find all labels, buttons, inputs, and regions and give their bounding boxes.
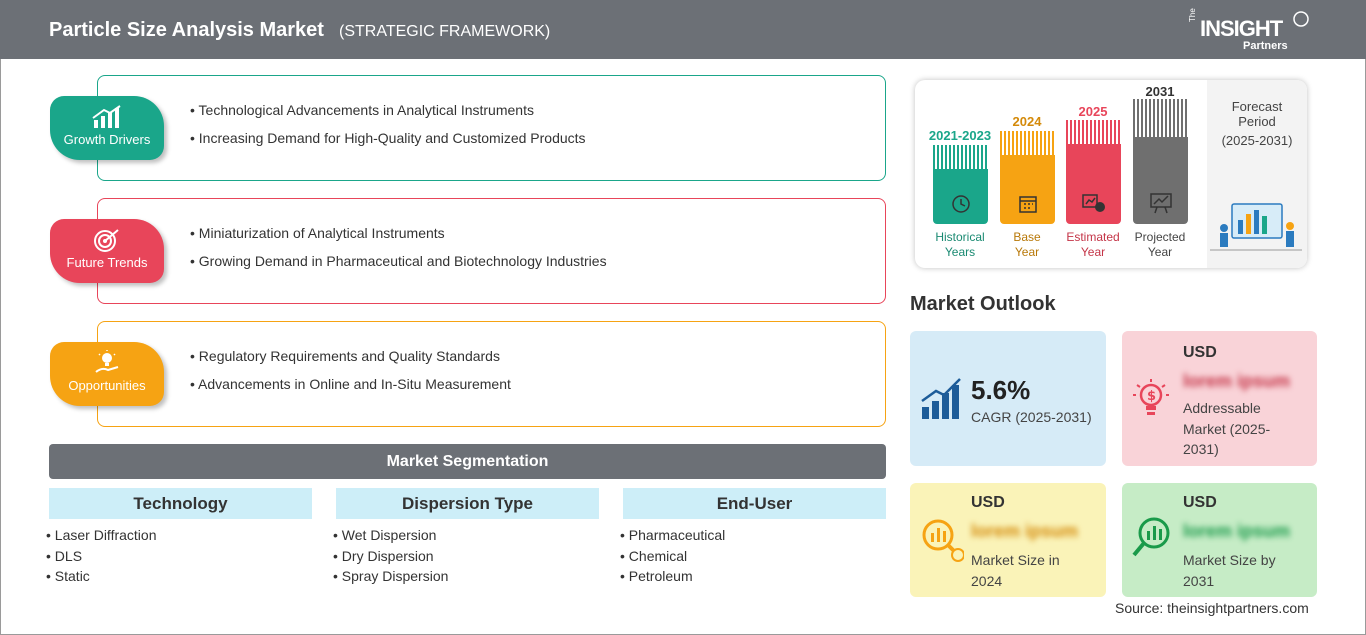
bar-stripes bbox=[1133, 99, 1188, 137]
growth-driver-item: Increasing Demand for High-Quality and C… bbox=[190, 124, 586, 152]
segment-list-end-user: Pharmaceutical Chemical Petroleum bbox=[620, 525, 726, 587]
money-lightbulb-icon: $ bbox=[1133, 379, 1169, 415]
page-subtitle: (STRATEGIC FRAMEWORK) bbox=[339, 23, 551, 40]
size-2031-currency: USD bbox=[1183, 494, 1217, 511]
header-bar: Particle Size Analysis Market (STRATEGIC… bbox=[0, 0, 1366, 59]
segment-heading-dispersion-type: Dispersion Type bbox=[336, 488, 599, 519]
future-trend-item: Growing Demand in Pharmaceutical and Bio… bbox=[190, 247, 607, 275]
segment-item: Dry Dispersion bbox=[333, 546, 448, 567]
page-title: Particle Size Analysis Market bbox=[49, 19, 324, 41]
source-link[interactable]: Source: theinsightpartners.com bbox=[1115, 600, 1309, 616]
segment-item: DLS bbox=[46, 546, 156, 567]
logo-partners-text: Partners bbox=[1243, 40, 1288, 52]
cagr-value: 5.6% bbox=[971, 375, 1031, 405]
market-segmentation-bar: Market Segmentation bbox=[49, 444, 886, 479]
segment-item: Petroleum bbox=[620, 566, 725, 587]
svg-text:$: $ bbox=[1147, 389, 1156, 404]
growth-driver-item: Technological Advancements in Analytical… bbox=[190, 96, 586, 124]
bar-stripes bbox=[1000, 131, 1055, 155]
logo-insight-text: INSIGHT bbox=[1200, 16, 1283, 41]
forecast-label: Forecast bbox=[1231, 99, 1283, 114]
growth-drivers-label: Growth Drivers bbox=[63, 132, 151, 147]
growth-drivers-card: Technological Advancements in Analytical… bbox=[97, 75, 886, 181]
segment-item: Static bbox=[46, 566, 156, 587]
year-estimated: 2025 bbox=[1078, 104, 1108, 119]
estimate-icon bbox=[1082, 194, 1105, 212]
lightbulb-hand-icon bbox=[95, 350, 119, 373]
cagr-label: CAGR (2025-2031) bbox=[971, 409, 1092, 425]
year-historical: 2021-2023 bbox=[928, 128, 992, 143]
segment-item: Laser Diffraction bbox=[46, 525, 157, 546]
segment-list-dispersion-type: Wet Dispersion Dry Dispersion Spray Disp… bbox=[333, 525, 449, 587]
history-icon bbox=[952, 195, 970, 213]
logo-swoosh-icon bbox=[1293, 11, 1309, 27]
analyst-dashboard-icon bbox=[1210, 203, 1302, 251]
size-2031-value-blurred: lorem ipsum bbox=[1183, 521, 1291, 541]
opportunities-label: Opportunities bbox=[68, 378, 146, 393]
future-trends-label: Future Trends bbox=[66, 255, 148, 270]
size-2024-value-blurred: lorem ipsum bbox=[971, 521, 1079, 541]
timeline-bar-base bbox=[1000, 131, 1055, 224]
timeline-bar-estimated bbox=[1066, 120, 1121, 224]
projection-board-icon bbox=[1150, 193, 1172, 214]
timeline-bar-historical bbox=[933, 145, 988, 224]
year-base: 2024 bbox=[1012, 114, 1042, 129]
opportunities-badge: Opportunities bbox=[50, 342, 164, 406]
bar-body bbox=[1066, 144, 1121, 224]
growth-chart-icon bbox=[92, 105, 121, 128]
future-trend-item: Miniaturization of Analytical Instrument… bbox=[190, 219, 607, 247]
segment-item: Chemical bbox=[620, 546, 725, 567]
segment-item: Spray Dispersion bbox=[333, 566, 449, 587]
size-2024-currency: USD bbox=[971, 494, 1005, 511]
addressable-currency: USD bbox=[1183, 344, 1217, 361]
year-projected: 2031 bbox=[1145, 84, 1175, 99]
target-icon bbox=[94, 229, 119, 252]
future-trends-card: Miniaturization of Analytical Instrument… bbox=[97, 198, 886, 304]
segment-heading-end-user: End-User bbox=[623, 488, 886, 519]
forecast-period-label: Period bbox=[1238, 114, 1276, 129]
magnifier-growth-icon bbox=[1132, 517, 1170, 557]
forecast-range-label: (2025-2031) bbox=[1221, 133, 1293, 148]
segment-item: Wet Dispersion bbox=[333, 525, 448, 546]
addressable-value-blurred: lorem ipsum bbox=[1183, 371, 1291, 391]
segment-heading-technology: Technology bbox=[49, 488, 312, 519]
future-trends-badge: Future Trends bbox=[50, 219, 164, 283]
magnifier-chart-icon bbox=[922, 519, 964, 562]
opportunity-item: Regulatory Requirements and Quality Stan… bbox=[190, 342, 511, 370]
growth-bars-icon bbox=[921, 378, 961, 419]
logo-the-text: The bbox=[1188, 8, 1197, 22]
insight-partners-logo[interactable]: The INSIGHT Partners bbox=[1188, 8, 1318, 54]
segment-list-technology: Laser Diffraction DLS Static bbox=[46, 525, 157, 587]
bar-body bbox=[1133, 137, 1188, 224]
market-outlook-title: Market Outlook bbox=[910, 293, 1056, 315]
opportunity-item: Advancements in Online and In-Situ Measu… bbox=[190, 370, 511, 398]
timeline-bar-projected bbox=[1133, 99, 1188, 224]
bar-stripes bbox=[933, 145, 988, 169]
opportunities-card: Regulatory Requirements and Quality Stan… bbox=[97, 321, 886, 427]
bar-stripes bbox=[1066, 120, 1121, 144]
calendar-icon bbox=[1019, 196, 1037, 213]
growth-drivers-badge: Growth Drivers bbox=[50, 96, 164, 160]
segment-item: Pharmaceutical bbox=[620, 525, 726, 546]
cagr-box: 5.6% CAGR (2025-2031) bbox=[910, 331, 1106, 466]
